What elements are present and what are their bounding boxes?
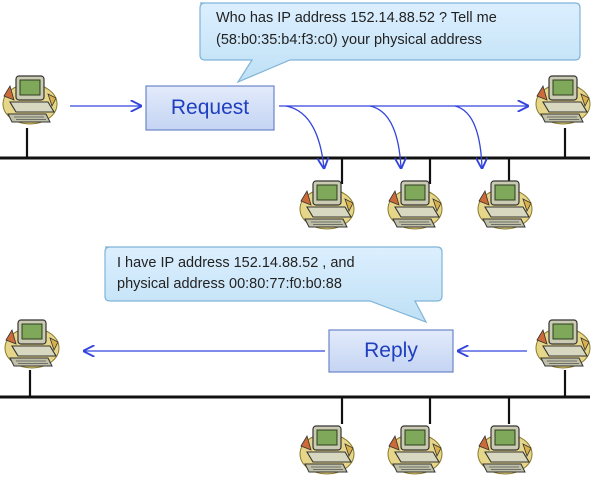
reply-callout-line-2: physical address 00:80:77:f0:b0:88 (117, 276, 342, 292)
computer-icon (299, 180, 355, 230)
request-label: Request (170, 96, 250, 119)
broadcast-arrow (285, 105, 324, 168)
computer-icon (535, 319, 591, 369)
computer-icon (535, 75, 591, 125)
request-callout (199, 2, 581, 84)
reply-callout-line-1: I have IP address 152.14.88.52 , and (117, 255, 355, 271)
computer-icon (477, 180, 533, 230)
computer-icon (387, 425, 443, 475)
request-callout-line-1: Who has IP address 152.14.88.52 ? Tell m… (216, 10, 497, 26)
computer-icon (2, 75, 58, 125)
broadcast-arrow (454, 105, 482, 168)
broadcast-arrow (369, 105, 401, 168)
computer-icon (477, 425, 533, 475)
computer-icon (4, 319, 60, 369)
reply-box (328, 329, 454, 373)
computer-icon (387, 180, 443, 230)
reply-label: Reply (364, 339, 418, 362)
request-callout-line-2: (58:b0:35:b4:f3:c0) your physical addres… (216, 32, 482, 48)
request-box (145, 85, 275, 131)
reply-callout (104, 246, 443, 324)
computer-icon (299, 425, 355, 475)
